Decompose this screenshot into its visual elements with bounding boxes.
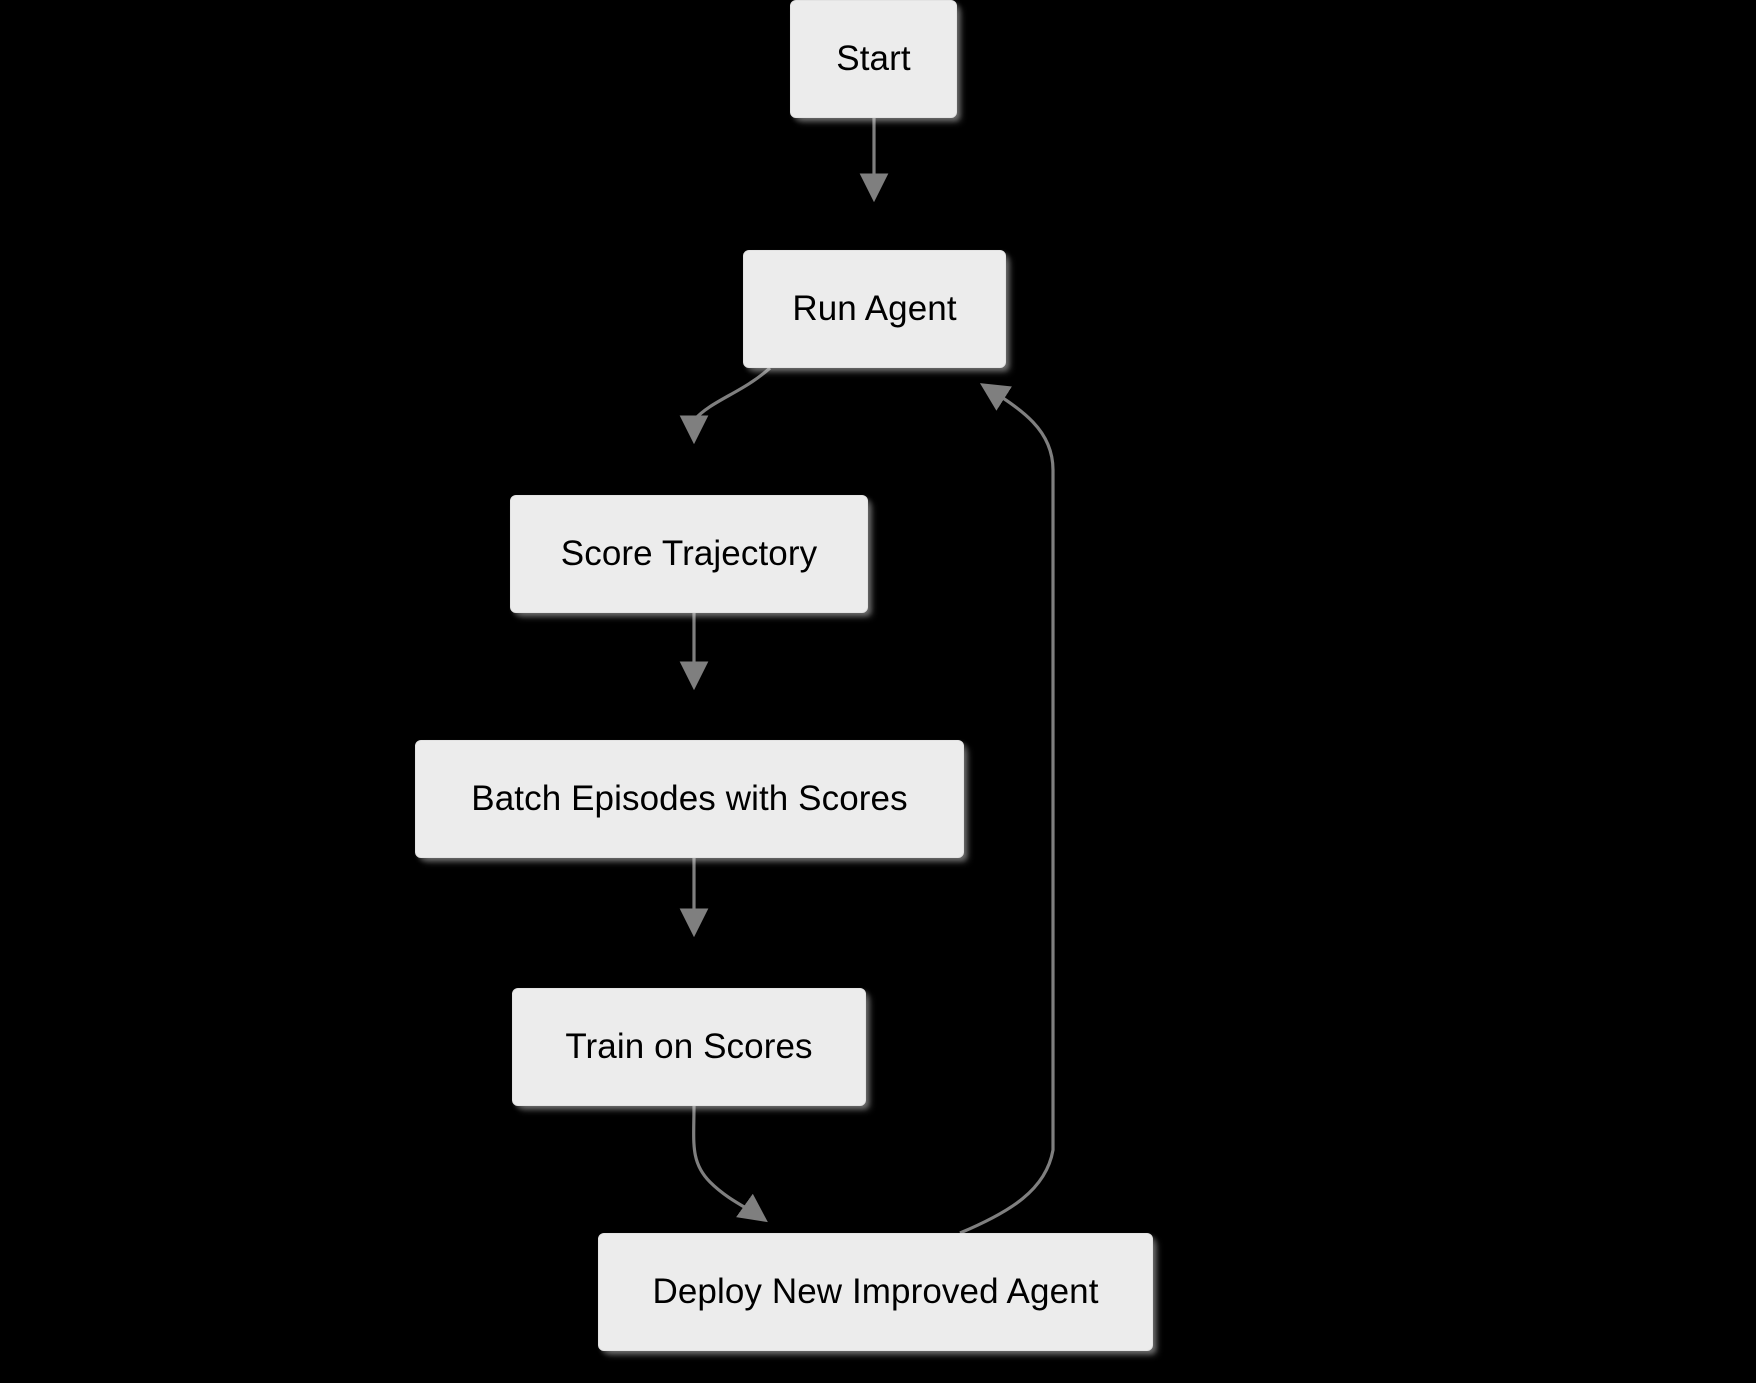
- edge-deploy-to-run-agent-feedback: [959, 383, 1055, 1235]
- node-deploy-new-improved-agent[interactable]: Deploy New Improved Agent: [598, 1233, 1153, 1351]
- node-train-on-scores[interactable]: Train on Scores: [512, 988, 866, 1106]
- node-batch-episodes-with-scores-label: Batch Episodes with Scores: [471, 779, 908, 818]
- node-batch-episodes-with-scores[interactable]: Batch Episodes with Scores: [415, 740, 964, 858]
- node-score-trajectory[interactable]: Score Trajectory: [510, 495, 868, 613]
- node-deploy-new-improved-agent-label: Deploy New Improved Agent: [652, 1272, 1099, 1311]
- node-start[interactable]: Start: [790, 0, 957, 118]
- edge-train-on-scores-to-deploy: [692, 1105, 768, 1223]
- node-run-agent-label: Run Agent: [792, 289, 957, 328]
- node-score-trajectory-label: Score Trajectory: [560, 534, 818, 573]
- edge-run-agent-to-score-trajectory: [679, 366, 772, 445]
- node-run-agent[interactable]: Run Agent: [743, 250, 1006, 368]
- node-train-on-scores-label: Train on Scores: [565, 1027, 813, 1066]
- node-start-label: Start: [836, 39, 911, 78]
